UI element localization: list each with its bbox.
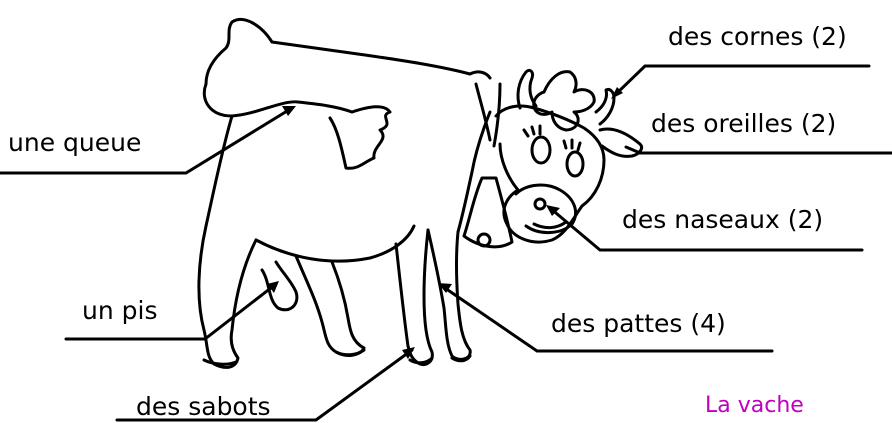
cow-eye-left (530, 135, 552, 165)
cow-chest (456, 110, 492, 234)
cow-eye-right (565, 150, 585, 178)
cow-head (494, 104, 606, 244)
cow-muzzle (514, 183, 577, 234)
label-legs: des pattes (4) (551, 309, 726, 338)
cow-ear (598, 127, 644, 158)
cow-rear-leg-left (197, 114, 258, 369)
label-ears: des oreilles (2) (651, 109, 837, 138)
cow-back-outline (270, 40, 492, 80)
cow-hair-tuft (532, 70, 596, 132)
arrowhead-legs (438, 283, 452, 293)
leader-tail (0, 106, 294, 175)
cow-eyelashes (522, 124, 582, 152)
cow-bell-clapper (476, 232, 492, 248)
leader-hooves (115, 348, 414, 422)
cow-horn-left (516, 68, 538, 110)
leader-nostrils (548, 206, 864, 252)
label-tail: une queue (8, 128, 142, 157)
cow-nostril (533, 197, 547, 211)
cow-front-leg-left (394, 228, 434, 366)
arrowheads (267, 87, 623, 359)
label-nostrils: des naseaux (2) (622, 205, 824, 234)
leader-horns (612, 64, 871, 98)
label-hooves: des sabots (136, 392, 271, 421)
cow-tail (202, 82, 354, 118)
label-horns: des cornes (2) (668, 22, 847, 51)
label-udder: un pis (82, 296, 158, 325)
arrowhead-udder (267, 281, 279, 293)
cow-udder (260, 260, 299, 312)
leader-ears (624, 145, 892, 155)
cow-hip (204, 18, 274, 86)
arrowhead-hooves (402, 347, 415, 359)
cow-illustration (197, 18, 644, 369)
cow-tail-tuft (328, 105, 392, 170)
cow-mouth (532, 220, 568, 230)
arrowhead-nostrils (546, 205, 560, 216)
label-lines (0, 64, 892, 422)
leader-udder (64, 282, 278, 341)
cow-horn-right (594, 88, 616, 126)
cow-front-leg-right (426, 228, 472, 361)
arrowhead-horns (611, 87, 623, 99)
cow-bell (462, 176, 514, 249)
leader-legs (440, 284, 774, 353)
diagram-title: La vache (705, 393, 804, 418)
arrowhead-tail (282, 106, 296, 116)
cow-hoof-lines (202, 348, 472, 366)
cow-belly (254, 224, 416, 263)
cow-rear-leg-right (294, 254, 366, 357)
